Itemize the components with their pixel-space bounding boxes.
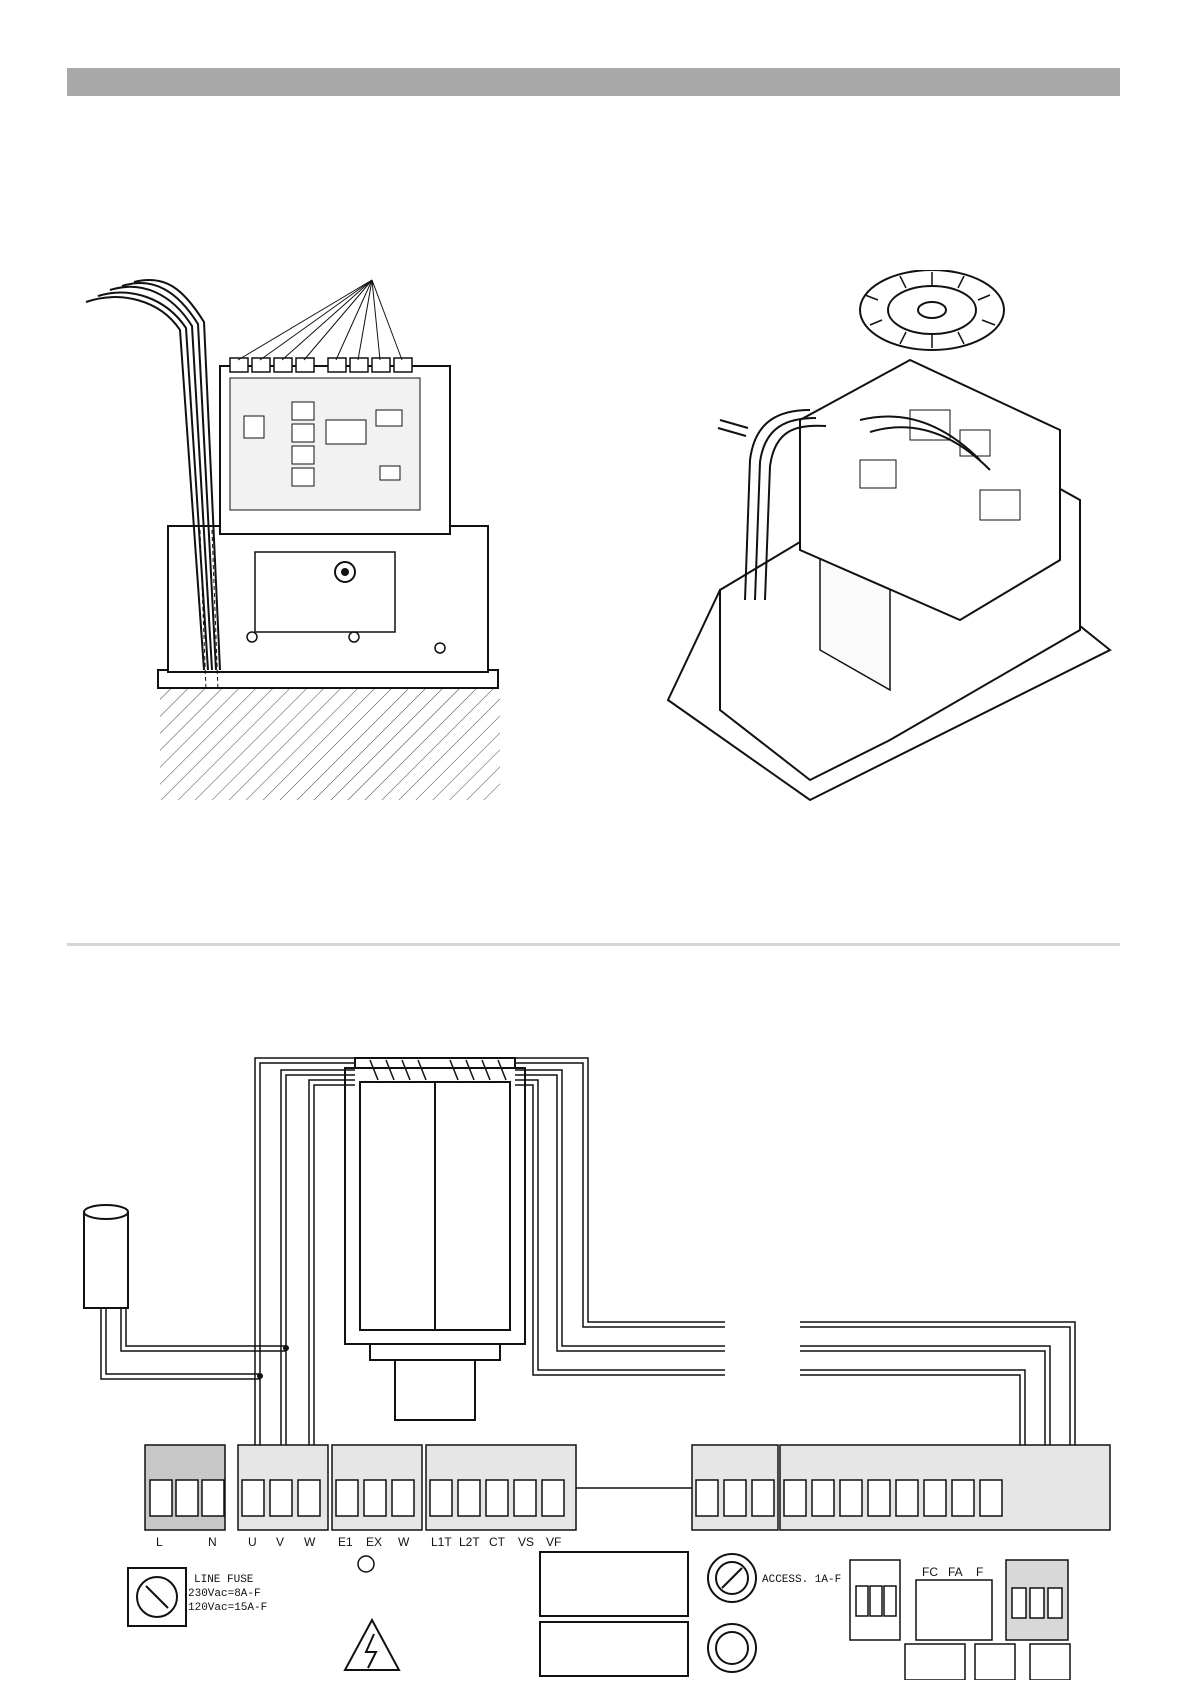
figure-side-view <box>80 270 520 810</box>
ground-hatch <box>160 688 500 800</box>
terminal-label-fa: FA <box>948 1565 963 1579</box>
terminal-label-fc: FC <box>922 1565 938 1579</box>
terminal-label-vf: VF <box>546 1535 561 1549</box>
line-fuse-230: 230Vac=8A-F <box>188 1588 261 1600</box>
terminal-label-ex: EX <box>366 1535 382 1549</box>
warning-triangle-icon <box>345 1620 399 1670</box>
motor-icon <box>345 1058 525 1420</box>
fuse-icon <box>128 1568 186 1626</box>
terminal-label-l1t: L1T <box>431 1535 452 1549</box>
access-fuse-label: ACCESS. 1A-F <box>762 1574 841 1586</box>
terminal-label-vs: VS <box>518 1535 534 1549</box>
terminal-label-l: L <box>156 1535 163 1549</box>
terminal-label-n: N <box>208 1535 217 1549</box>
figure-isometric-view <box>660 270 1120 830</box>
terminal-label-f: F <box>976 1565 983 1579</box>
terminal-label-v: V <box>276 1535 284 1549</box>
line-fuse-title: LINE FUSE <box>194 1574 254 1586</box>
terminal-label-w2: W <box>398 1535 410 1549</box>
terminal-label-w: W <box>304 1535 316 1549</box>
access-fuse-icon <box>708 1554 756 1672</box>
terminal-label-u: U <box>248 1535 257 1549</box>
capacitor-icon <box>84 1205 128 1308</box>
terminal-label-e1: E1 <box>338 1535 353 1549</box>
terminal-label-l2t: L2T <box>459 1535 480 1549</box>
terminal-label-ct: CT <box>489 1535 506 1549</box>
line-fuse-120: 120Vac=15A-F <box>188 1602 267 1614</box>
header-bar <box>67 68 1120 96</box>
section-divider <box>67 943 1120 946</box>
figure-wiring-diagram: L N U V W E1 EX W L1T L2T CT VS VF LINE … <box>70 1040 1120 1680</box>
